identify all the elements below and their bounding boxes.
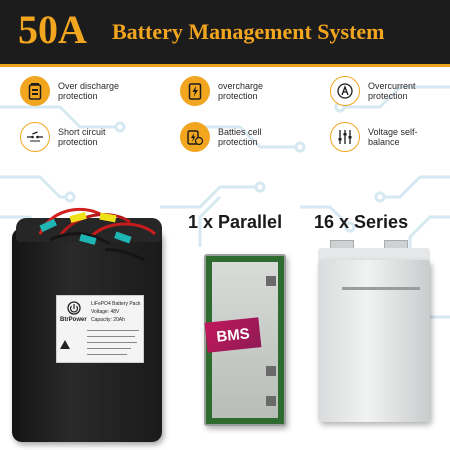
bms-board: BMS bbox=[204, 254, 286, 426]
feature-voltage-balance: Voltage self-balance bbox=[330, 122, 440, 152]
warning-icon bbox=[60, 340, 70, 349]
feature-overcharge: overcharge protection bbox=[180, 76, 290, 106]
ampere-icon bbox=[330, 76, 360, 106]
feature-cell-protection: Batties cell protection bbox=[180, 122, 290, 152]
pack-voltage: Voltage: 48V bbox=[91, 309, 120, 315]
pack-sticker: BtrPower LiFePO4 Battery Pack Voltage: 4… bbox=[56, 295, 144, 363]
pack-wires bbox=[38, 207, 157, 262]
feature-label: Batties cell protection bbox=[218, 127, 262, 147]
feature-overcurrent: Overcurrent protection bbox=[330, 76, 440, 106]
short-circuit-icon bbox=[20, 122, 50, 152]
bms-stamp: BMS bbox=[204, 317, 262, 353]
feature-over-discharge: Over discharge protection bbox=[20, 76, 130, 106]
brand-name: BtrPower bbox=[60, 317, 87, 323]
page-title: Battery Management System bbox=[112, 19, 385, 44]
sliders-icon bbox=[330, 122, 360, 152]
pack-capacity: Capacity: 20Ah bbox=[91, 317, 125, 323]
feature-label: Over discharge protection bbox=[58, 81, 120, 101]
brand-logo-icon bbox=[67, 301, 81, 315]
header-banner: 50A Battery Management System bbox=[0, 0, 450, 64]
header-divider bbox=[0, 64, 450, 67]
feature-label: Overcurrent protection bbox=[368, 81, 416, 101]
amps-rating: 50A bbox=[18, 7, 87, 52]
feature-label: Short circuit protection bbox=[58, 127, 106, 147]
feature-label: Voltage self-balance bbox=[368, 127, 418, 147]
cell-print bbox=[342, 287, 420, 290]
feature-short-circuit: Short circuit protection bbox=[20, 122, 130, 152]
battery-icon bbox=[20, 76, 50, 106]
battery-cell bbox=[318, 260, 430, 422]
cell-shield-icon bbox=[180, 122, 210, 152]
parallel-label: 1 x Parallel bbox=[188, 212, 283, 232]
lightning-icon bbox=[180, 76, 210, 106]
pack-title: LiFePO4 Battery Pack bbox=[91, 301, 141, 307]
feature-label: overcharge protection bbox=[218, 81, 264, 101]
series-label: 16 x Series bbox=[314, 212, 409, 232]
